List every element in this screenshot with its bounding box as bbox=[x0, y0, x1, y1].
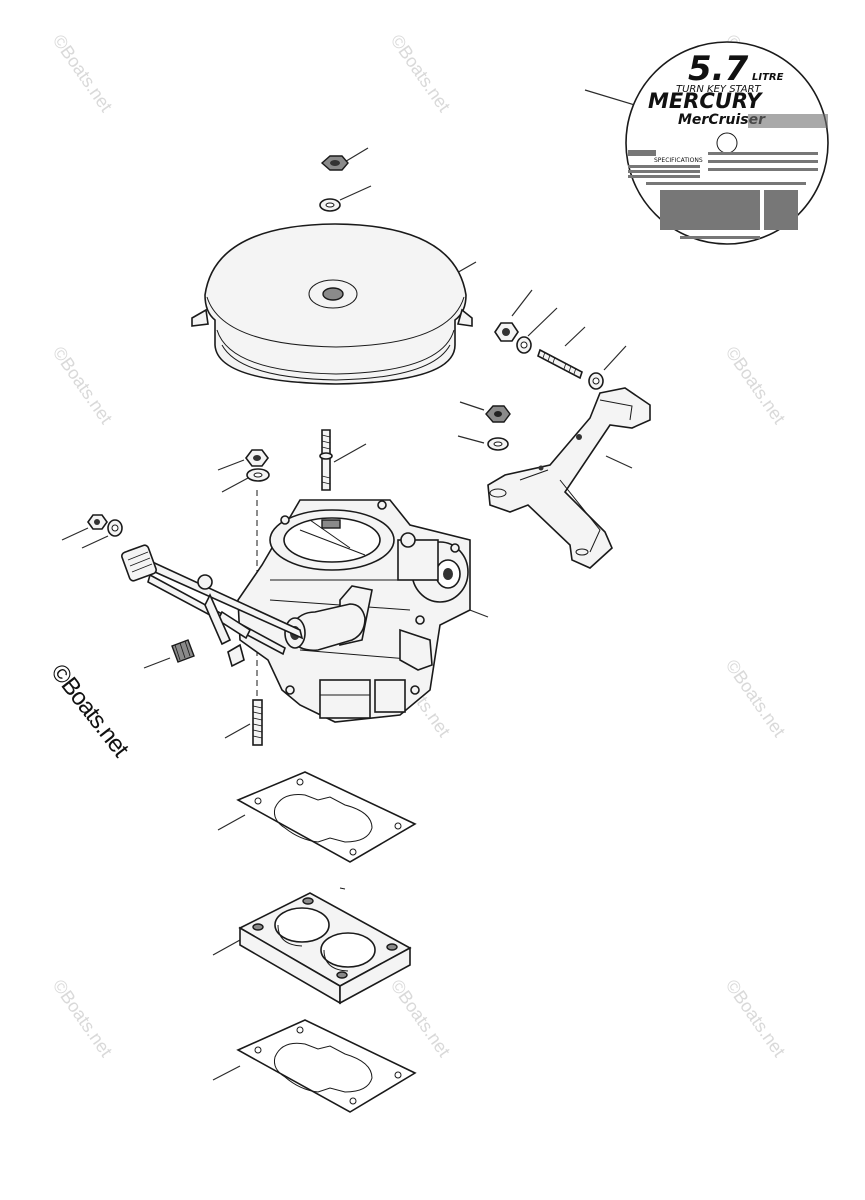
top-washer bbox=[319, 185, 372, 212]
spacer-plate bbox=[212, 892, 412, 1005]
cd-fine-print bbox=[628, 150, 818, 239]
cd-brand: MERCURY bbox=[648, 89, 763, 113]
mount-nut bbox=[459, 401, 511, 423]
watermark-2: ©Boats.net bbox=[387, 31, 455, 116]
choke-nut bbox=[61, 514, 108, 541]
watermark-5: ©Boats.net bbox=[722, 343, 790, 428]
watermark-9: ©Boats.net bbox=[387, 976, 455, 1061]
mount-washer bbox=[457, 435, 509, 451]
watermark-1: ©Boats.net bbox=[49, 31, 117, 116]
watermark-main: ©Boats.net bbox=[45, 659, 134, 763]
carb-washer bbox=[221, 468, 270, 493]
throttle-spring bbox=[143, 639, 245, 669]
watermark-8: ©Boats.net bbox=[49, 976, 117, 1061]
top-nut bbox=[320, 147, 369, 171]
bracket-stud bbox=[537, 326, 586, 380]
upper-gasket bbox=[217, 771, 417, 863]
lower-gasket bbox=[212, 1019, 417, 1113]
bracket-nut bbox=[494, 289, 533, 342]
cd-tagline: TURN KEY START bbox=[676, 84, 762, 95]
cd-unit: LITRE bbox=[752, 72, 784, 83]
watermark-7: ©Boats.net bbox=[722, 656, 790, 741]
cd-specs-heading: SPECIFICATIONS bbox=[654, 157, 703, 164]
choke-washer bbox=[81, 519, 123, 549]
gasket-spacer-mark bbox=[339, 887, 346, 890]
bracket-washer bbox=[516, 307, 558, 354]
throttle-linkage bbox=[121, 544, 304, 656]
cd-displacement: 5.7 bbox=[688, 49, 749, 89]
carb-stud bbox=[319, 429, 367, 491]
cd-label: 5.7 LITRE TURN KEY START MERCURY MerCrui… bbox=[584, 41, 829, 245]
base-stud bbox=[224, 699, 263, 746]
flame-arrestor bbox=[191, 223, 477, 385]
watermark-4: ©Boats.net bbox=[49, 343, 117, 428]
cd-sub-brand: MerCruiser bbox=[678, 112, 766, 128]
bracket-washer-2 bbox=[588, 345, 627, 390]
throttle-bracket bbox=[487, 387, 651, 569]
carb-nut bbox=[217, 449, 269, 471]
carburetor bbox=[237, 499, 489, 723]
watermark-10: ©Boats.net bbox=[722, 976, 790, 1061]
